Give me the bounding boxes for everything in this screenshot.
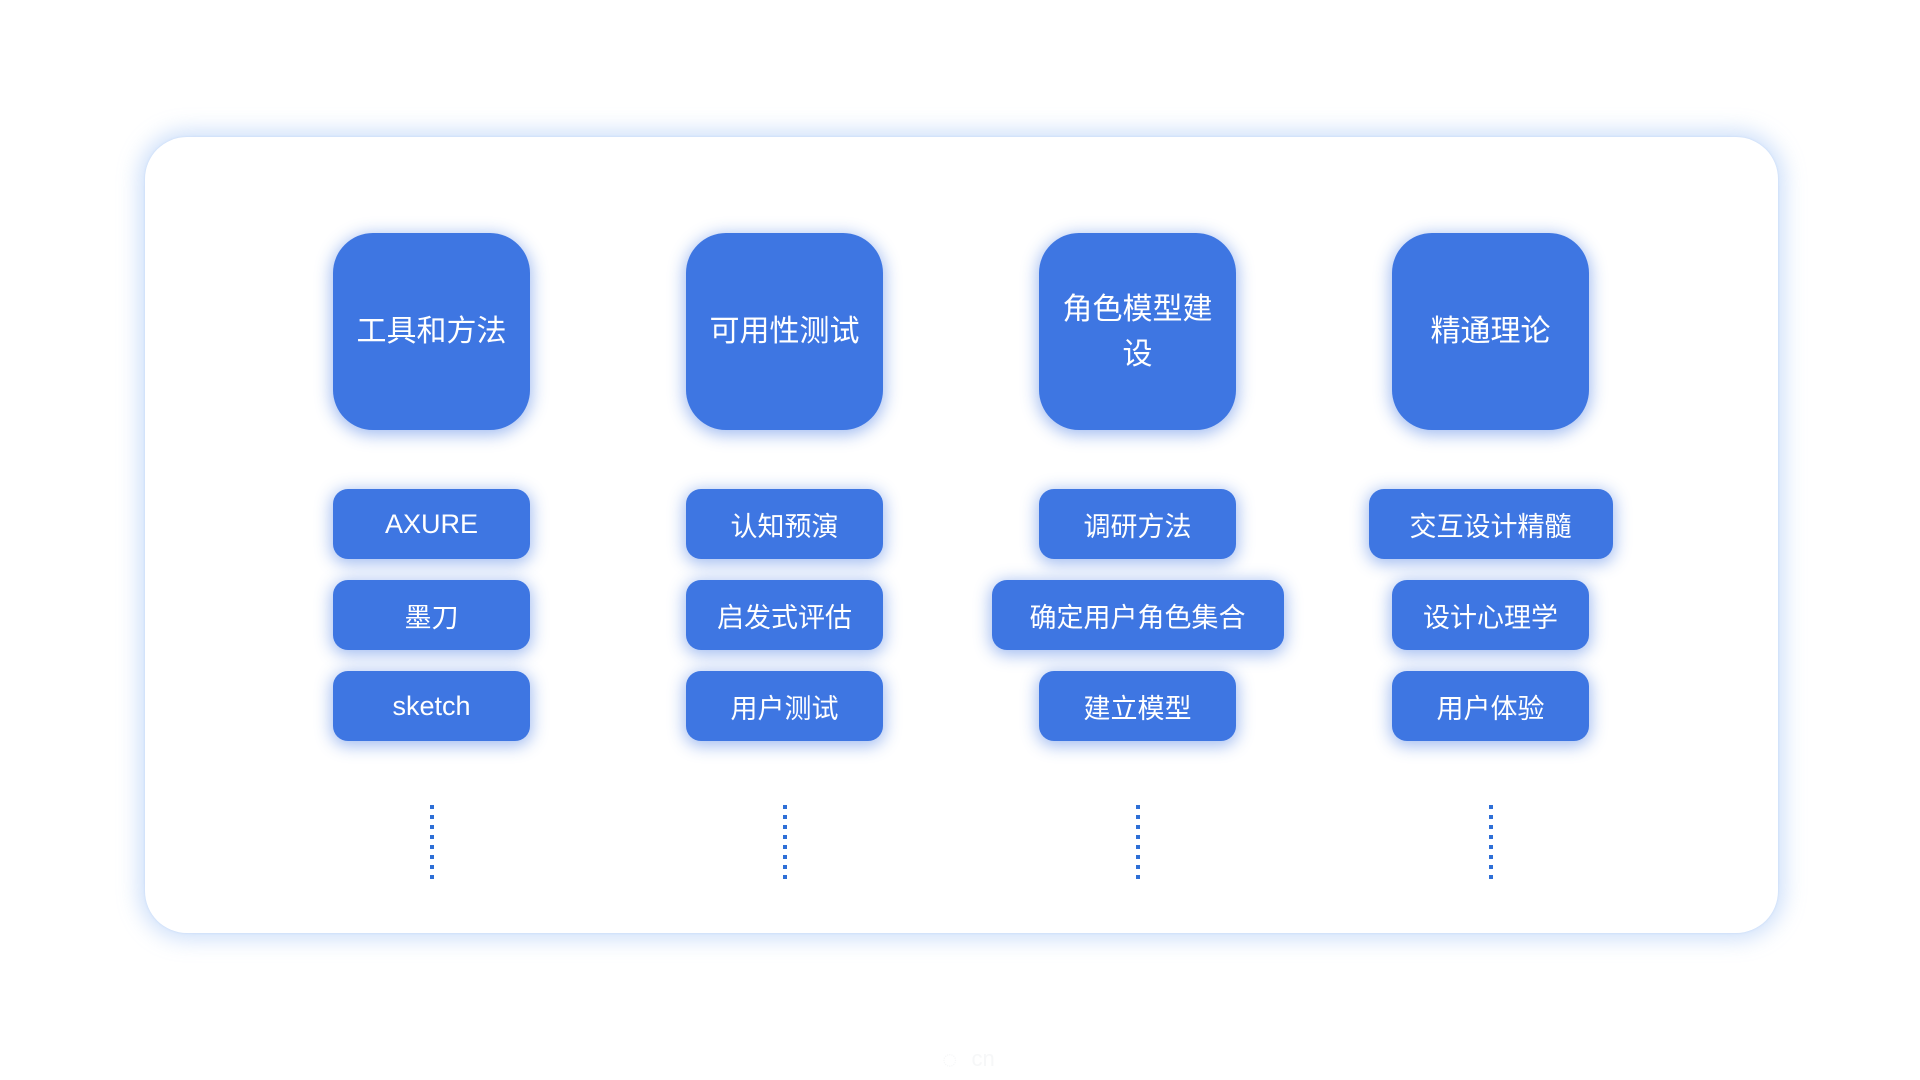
topic-node[interactable]: 精通理论: [1392, 233, 1589, 430]
item-node[interactable]: 用户测试: [686, 671, 883, 741]
dotted-connector-line: [1488, 805, 1493, 879]
diagram-card: 工具和方法 AXURE 墨刀 sketch 可用性测试 认知预演 启发式评估 用…: [145, 137, 1778, 933]
item-node[interactable]: AXURE: [333, 489, 530, 559]
dotted-connector-line: [782, 805, 787, 879]
column-master-theory: 精通理论 交互设计精髓 设计心理学 用户体验: [1314, 137, 1667, 879]
dotted-connector-line: [1135, 805, 1140, 879]
column-items: 调研方法 确定用户角色集合 建立模型: [991, 489, 1284, 741]
site-watermark: ◌ cn: [942, 1046, 995, 1072]
column-items: AXURE 墨刀 sketch: [333, 489, 530, 741]
item-node[interactable]: 认知预演: [686, 489, 883, 559]
item-node[interactable]: 墨刀: [333, 580, 530, 650]
item-node[interactable]: 设计心理学: [1392, 580, 1589, 650]
column-tools-and-methods: 工具和方法 AXURE 墨刀 sketch: [255, 137, 608, 879]
watermark-text: cn: [971, 1046, 995, 1071]
topic-node[interactable]: 角色模型建设: [1039, 233, 1236, 430]
item-node[interactable]: 用户体验: [1392, 671, 1589, 741]
item-node[interactable]: 启发式评估: [686, 580, 883, 650]
dotted-connector-line: [429, 805, 434, 879]
item-node[interactable]: 确定用户角色集合: [991, 580, 1284, 650]
item-node[interactable]: 交互设计精髓: [1368, 489, 1613, 559]
column-items: 交互设计精髓 设计心理学 用户体验: [1368, 489, 1613, 741]
topic-node[interactable]: 工具和方法: [333, 233, 530, 430]
column-usability-testing: 可用性测试 认知预演 启发式评估 用户测试: [608, 137, 961, 879]
item-node[interactable]: 调研方法: [1039, 489, 1236, 559]
item-node[interactable]: sketch: [333, 671, 530, 741]
item-node[interactable]: 建立模型: [1039, 671, 1236, 741]
column-items: 认知预演 启发式评估 用户测试: [686, 489, 883, 741]
column-persona-model-building: 角色模型建设 调研方法 确定用户角色集合 建立模型: [961, 137, 1314, 879]
watermark-logo-icon: ◌: [942, 1044, 958, 1074]
diagram-columns: 工具和方法 AXURE 墨刀 sketch 可用性测试 认知预演 启发式评估 用…: [255, 137, 1667, 879]
topic-node[interactable]: 可用性测试: [686, 233, 883, 430]
